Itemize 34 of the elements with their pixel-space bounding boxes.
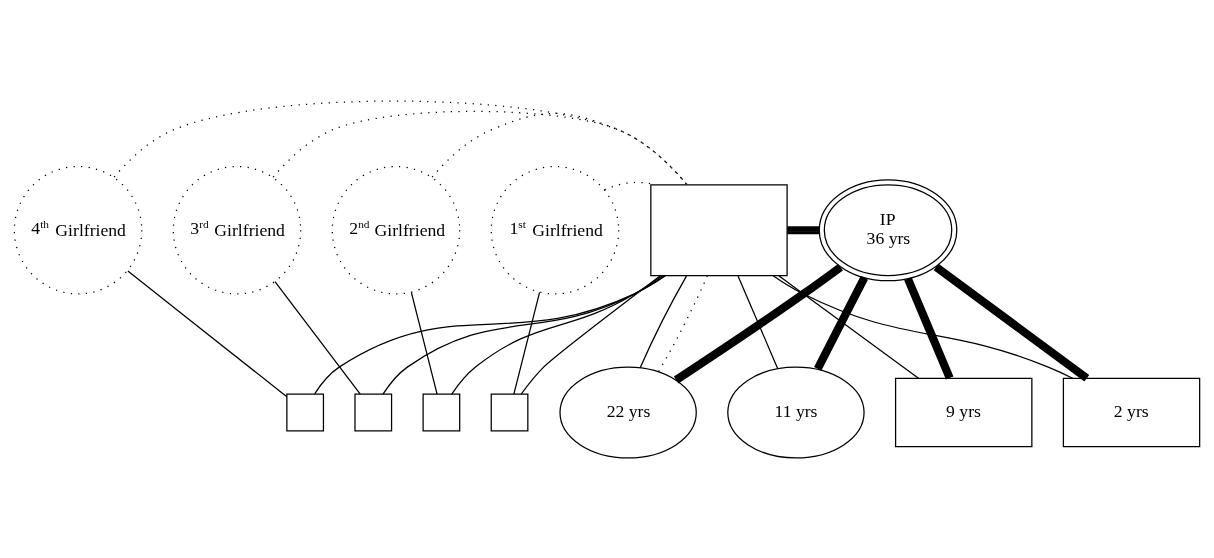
connector (787, 225, 820, 234)
node-ellipse: 11 yrs (727, 366, 865, 459)
node-box: 2 yrs (1062, 377, 1201, 447)
connector (904, 276, 954, 380)
node-box (490, 393, 529, 431)
node-box: 9 yrs (894, 377, 1033, 447)
node-box (286, 393, 325, 431)
connector (737, 274, 779, 369)
connector (778, 274, 920, 379)
connector (933, 263, 1090, 382)
connector (520, 274, 661, 395)
connector (772, 274, 1074, 379)
connector (382, 274, 665, 395)
connector (451, 274, 663, 395)
node-circle: 3$^{rd}$ Girlfriend (172, 165, 302, 295)
connector (113, 99, 688, 185)
connector (431, 112, 688, 185)
connector (410, 291, 438, 395)
connector (639, 274, 688, 368)
node-box (650, 183, 788, 276)
connector (272, 110, 688, 185)
node-circle: 4$^{th}$ Girlfriend (13, 165, 143, 295)
node-box (354, 393, 393, 431)
node-circle: 1$^{st}$ Girlfriend (490, 165, 620, 295)
node-box (422, 393, 461, 431)
node-ellipse: IP 36 yrs (818, 178, 958, 281)
connector (274, 280, 361, 395)
connector (673, 263, 843, 383)
connector (513, 291, 541, 395)
connector (127, 269, 288, 397)
node-ellipse: 22 yrs (559, 366, 697, 459)
connector (314, 274, 667, 394)
node-circle: 2$^{nd}$ Girlfriend (331, 165, 461, 295)
connector (814, 275, 868, 371)
